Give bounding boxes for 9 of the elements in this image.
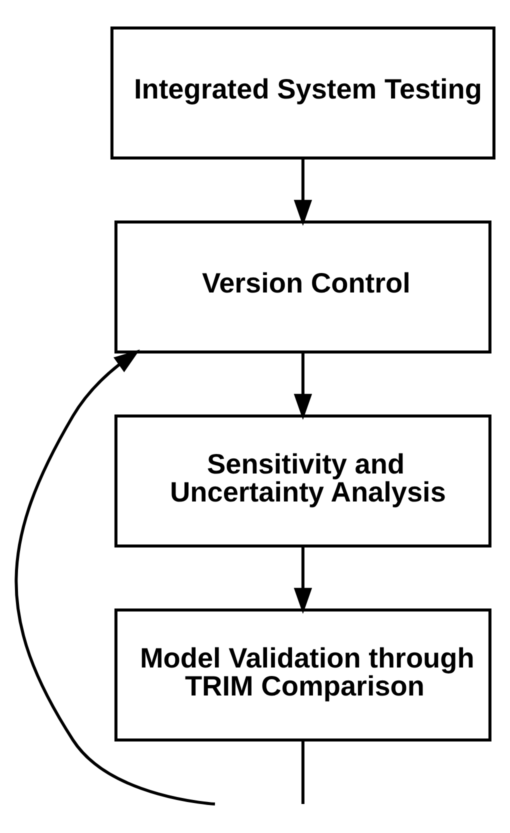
arrow bbox=[294, 352, 312, 420]
node-box: Sensitivity and Uncertainty Analysis bbox=[114, 414, 492, 547]
arrow bbox=[294, 546, 312, 614]
node-box: Model Validation through TRIM Comparison bbox=[114, 608, 492, 741]
arrow bbox=[294, 158, 312, 226]
arrow bbox=[14, 349, 216, 805]
connector bbox=[301, 740, 304, 804]
node-box: Version Control bbox=[114, 220, 492, 353]
node-box: Integrated System Testing bbox=[110, 26, 496, 159]
